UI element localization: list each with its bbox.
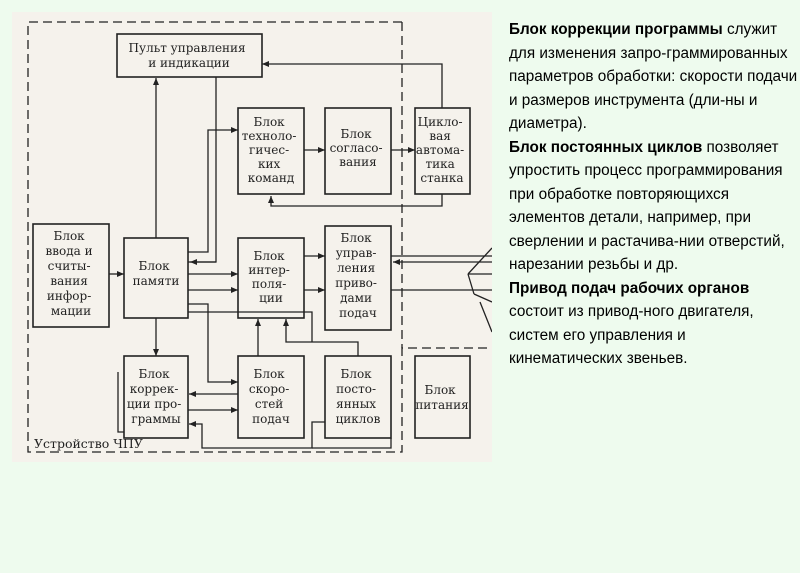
frame-label: Устройство ЧПУ	[34, 436, 143, 451]
paragraph-cycles: Блок постоянных циклов позволяет упрости…	[509, 136, 799, 277]
memory-label: Блок памяти	[133, 259, 180, 288]
tech-commands-label: Блок техноло- гичес- ких команд	[242, 115, 300, 185]
cnc-device-frame	[27, 21, 492, 453]
term-feed-drive: Привод подач рабочих органов	[509, 279, 750, 297]
cycle-automation-label: Цикло- вая автома- тика станка	[416, 115, 468, 185]
correction-label: Блок коррек- ции про- граммы	[127, 367, 185, 426]
term-correction: Блок коррекции программы	[509, 21, 723, 38]
interpolation-block	[237, 237, 305, 319]
speeds-block	[237, 355, 305, 439]
power-block	[414, 355, 471, 439]
block-diagram-svg: Пульт управления и индикации Блок технол…	[27, 21, 492, 453]
tech-commands-block	[237, 107, 305, 195]
power-label: Блок питания	[415, 383, 468, 412]
console-block	[116, 33, 263, 78]
interpolation-label: Блок интер- поля- ции	[248, 249, 293, 305]
cycles-label: Блок посто- янных циклов	[336, 367, 381, 426]
feed-drives-block	[324, 225, 392, 331]
description-text: Блок коррекции программы служит для изме…	[509, 18, 799, 371]
feed-drives-label: Блок управ- ления приво- дами подач	[335, 231, 381, 320]
matching-block	[324, 107, 392, 195]
speeds-label: Блок скоро- стей подач	[249, 367, 293, 426]
matching-label: Блок согласо- вания	[330, 127, 387, 169]
connections	[109, 61, 492, 449]
desc-cycles: позволяет упростить процесс программиров…	[509, 138, 785, 274]
desc-feed-drive: состоит из привод-ного двигателя, систем…	[509, 303, 754, 367]
machine-tool-fragment	[467, 247, 492, 333]
paragraph-feed-drive: Привод подач рабочих органов состоит из …	[509, 277, 799, 371]
desc-correction: служит для изменения запро-граммированны…	[509, 21, 798, 132]
console-label: Пульт управления и индикации	[129, 41, 250, 70]
input-block	[32, 223, 110, 328]
block-diagram: Пульт управления и индикации Блок технол…	[12, 12, 492, 462]
term-cycles: Блок постоянных циклов	[509, 138, 703, 156]
paragraph-correction: Блок коррекции программы служит для изме…	[509, 18, 799, 136]
input-label: Блок ввода и считы- вания инфор- мации	[46, 229, 97, 318]
